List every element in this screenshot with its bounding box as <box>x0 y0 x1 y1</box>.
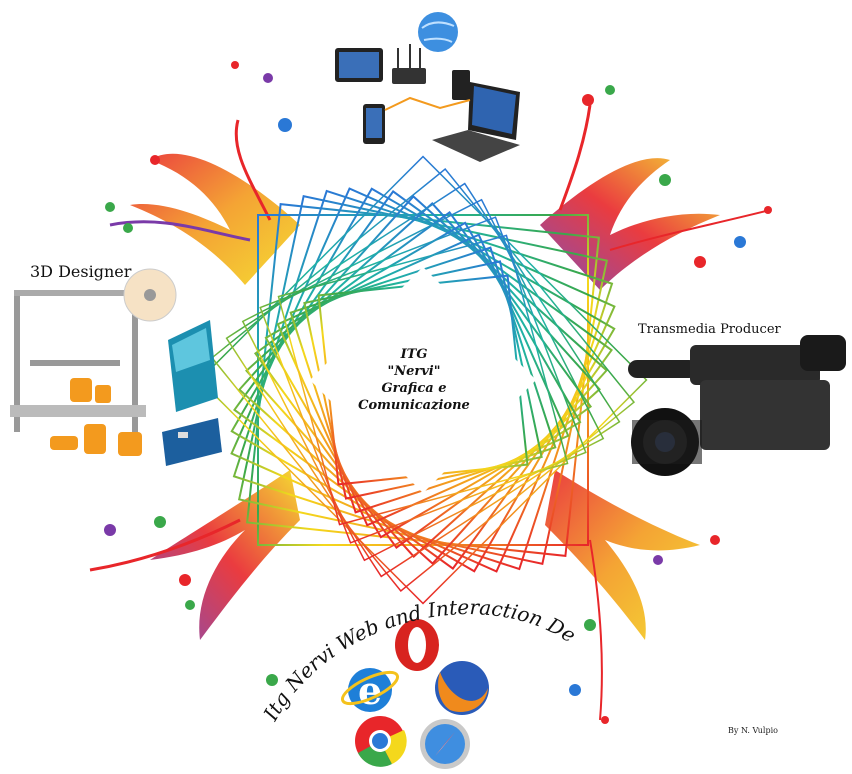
center-title-line-3: Grafica e <box>381 381 447 396</box>
internet-explorer-icon: e <box>340 668 400 713</box>
transmedia-producer-label: Transmedia Producer <box>638 322 781 337</box>
splash-top-right <box>540 104 771 290</box>
spiral-squares <box>198 155 648 605</box>
splash-top-left <box>109 119 300 285</box>
3d-designer-label: 3D Designer <box>30 262 132 281</box>
droplets <box>104 61 772 724</box>
opera-icon <box>395 619 439 671</box>
safari-icon <box>420 719 470 769</box>
center-title-line-4: Comunicazione <box>358 398 470 413</box>
center-title-line-2: "Nervi" <box>387 364 441 379</box>
splash-bottom-right <box>545 470 700 721</box>
chrome-icon <box>355 716 407 767</box>
center-title-line-1: ITG <box>400 347 428 362</box>
author-credit: By N. Vulpio <box>728 726 778 735</box>
center-title: ITG "Nervi" Grafica e Comunicazione <box>340 346 488 414</box>
network-devices-icon <box>335 12 520 162</box>
arduino-board-icon <box>162 320 222 466</box>
splash-bottom-left <box>89 470 300 640</box>
3d-printer-icon <box>10 268 177 456</box>
firefox-icon <box>435 661 489 715</box>
video-camera-icon <box>628 335 846 476</box>
